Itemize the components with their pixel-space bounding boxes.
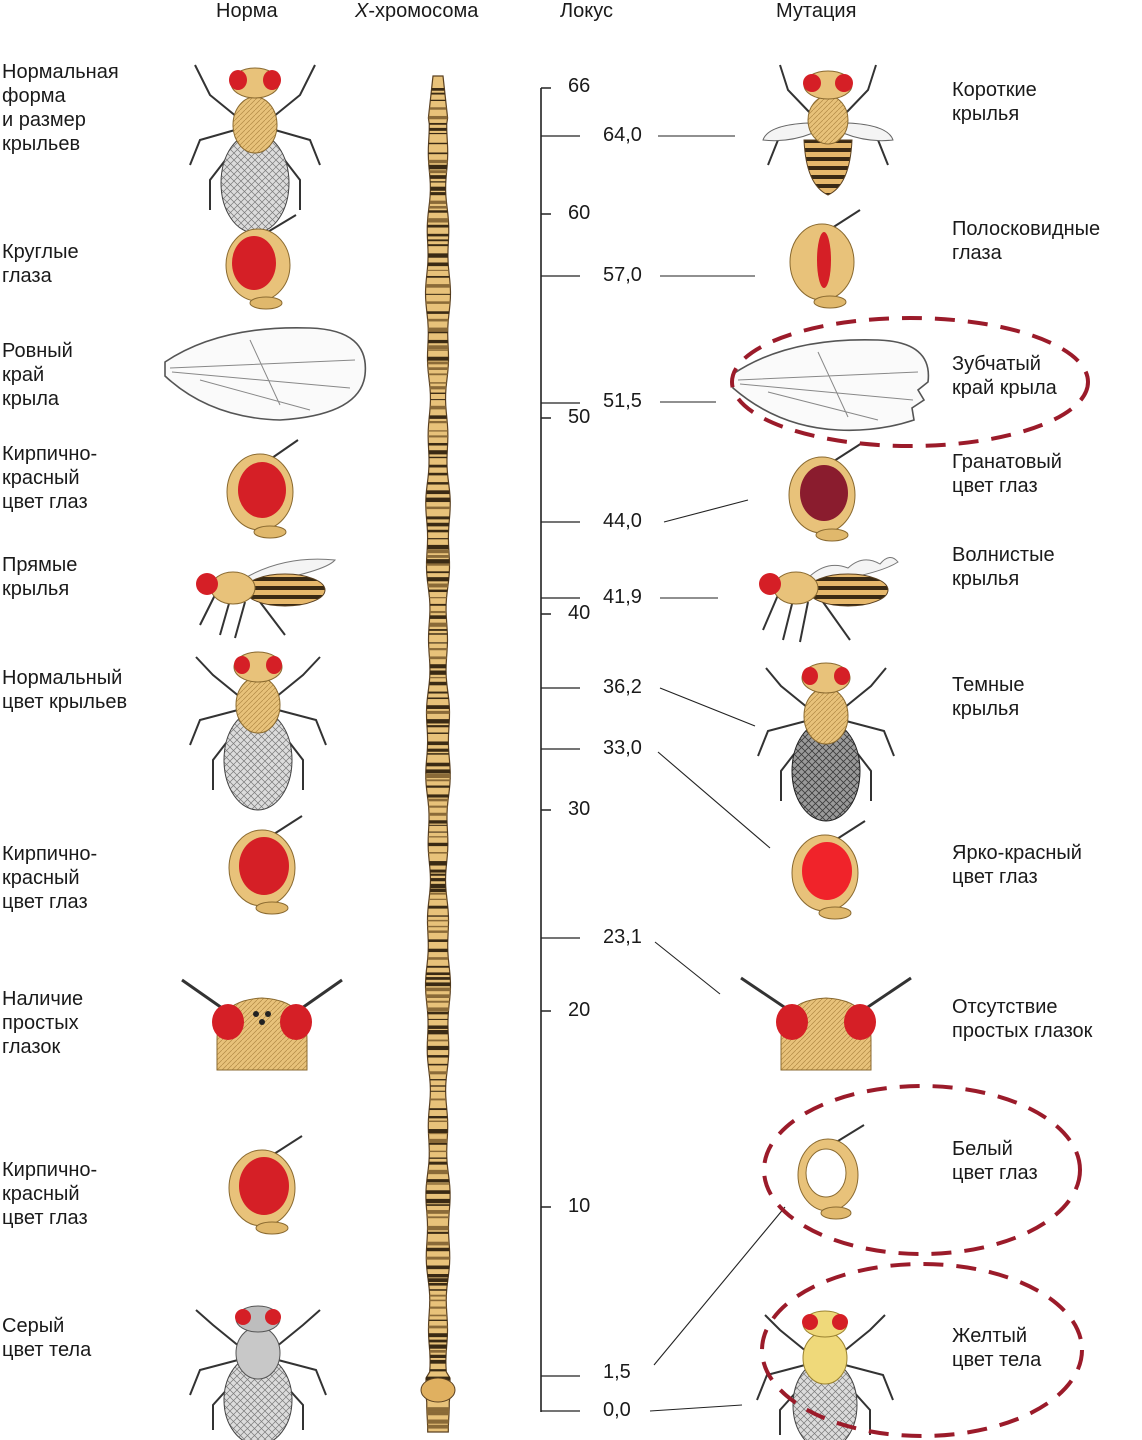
highlight-oval-notched-wing xyxy=(732,318,1088,446)
highlight-oval-yellow-body xyxy=(762,1264,1082,1436)
highlight-oval-white-eyes xyxy=(764,1086,1080,1254)
